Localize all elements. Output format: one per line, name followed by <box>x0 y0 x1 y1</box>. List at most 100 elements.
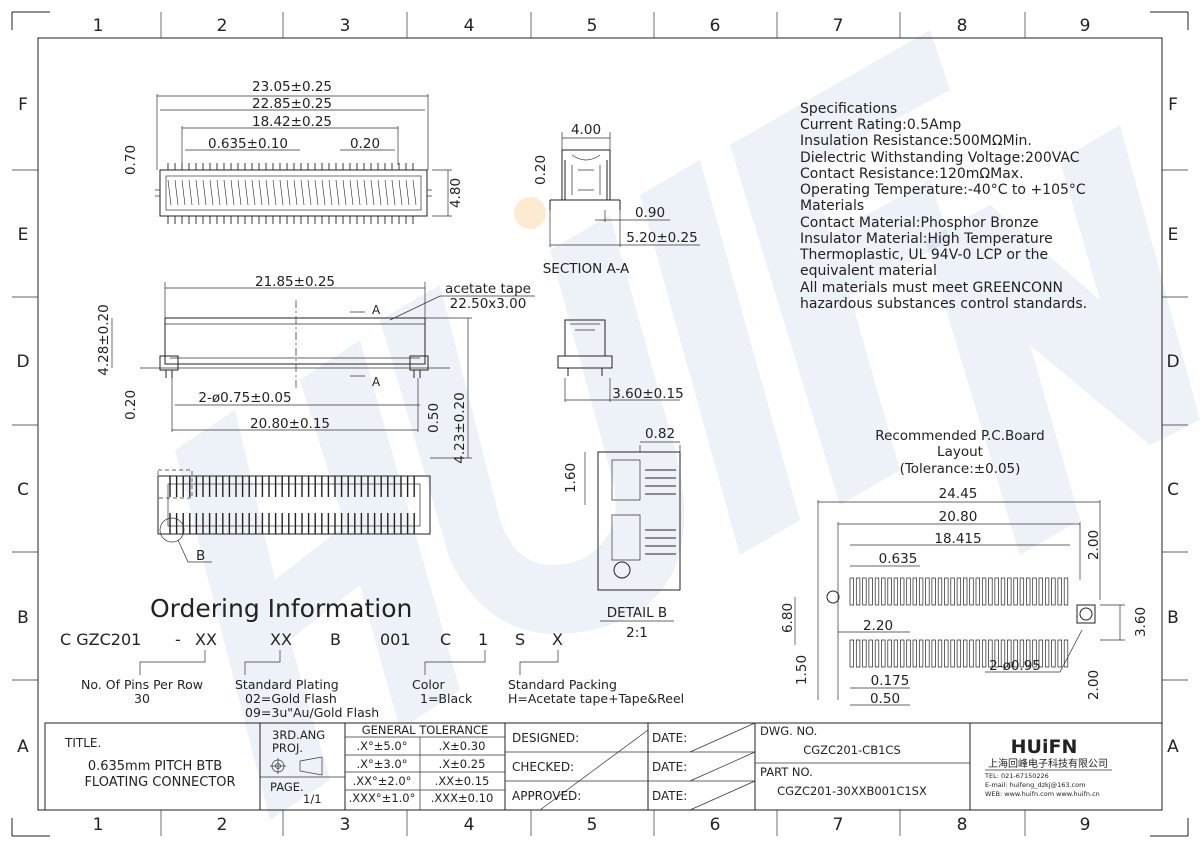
tol-linear: .XXX±0.10 <box>431 791 494 805</box>
sec-dim-left: 0.20 <box>533 155 549 185</box>
pcb-pad <box>931 639 936 668</box>
section-title: SECTION A-A <box>543 261 630 277</box>
pcb-dim-h-top: 2.00 <box>1086 530 1102 560</box>
pcb-pad <box>887 639 892 668</box>
pcb-dim-holes: 2-ø0.95 <box>989 658 1041 674</box>
pcb-pad <box>981 639 987 668</box>
pcb-dim-w1: 24.45 <box>939 486 978 502</box>
pcb-pad <box>975 639 980 668</box>
pcb-pad <box>937 577 943 606</box>
pcb-pad <box>1051 577 1056 606</box>
row-label: F <box>1168 95 1178 115</box>
pcb-pad <box>1007 577 1012 606</box>
projection-symbol-icon <box>270 756 323 776</box>
company-email: E-mail: huifeng_dzkj@163.com <box>985 781 1085 789</box>
watermark <box>175 30 1200 820</box>
front-dim-holes: 2-ø0.75±0.05 <box>198 390 291 406</box>
spec-line: hazardous substances control standards. <box>800 296 1087 312</box>
detail-dim-w: 0.82 <box>645 426 675 442</box>
col-label: 2 <box>217 815 228 835</box>
bottom-view-pins <box>169 476 415 534</box>
tolerance-header: GENERAL TOLERANCE <box>362 723 489 737</box>
spec-line: Contact Resistance:120mΩMax. <box>800 166 1024 182</box>
detail-scale: 2:1 <box>626 625 648 641</box>
pcb-layout: Recommended P.C.Board Layout (Tolerance:… <box>780 428 1149 707</box>
pcb-pad <box>1013 577 1018 606</box>
bottom-view: B <box>157 469 431 564</box>
plating-2: 09=3u"Au/Gold Flash <box>245 705 379 720</box>
col-label: 9 <box>1080 815 1091 835</box>
sec-dim-top: 4.00 <box>571 122 601 138</box>
col-label: 3 <box>340 815 351 835</box>
pcb-dim-w2: 20.80 <box>939 509 978 525</box>
page-label: PAGE. <box>270 780 304 794</box>
pcb-pad <box>1063 577 1069 606</box>
pcb-pad <box>1051 639 1056 668</box>
code-packing: X <box>552 630 563 649</box>
pcb-pad <box>925 639 930 668</box>
pcb-pad <box>900 639 905 668</box>
pcb-dim-pad-w: 0.175 <box>871 673 910 689</box>
pin-line <box>307 179 312 206</box>
row-label: A <box>17 737 29 757</box>
pin-line <box>188 179 193 206</box>
date-label: DATE: <box>652 731 687 745</box>
spec-line: Thermoplastic, UL 94V-0 LCP or the <box>799 247 1048 263</box>
watermark-h <box>175 340 460 820</box>
pin-line <box>391 179 396 206</box>
pcb-pad <box>1000 639 1006 668</box>
row-label: B <box>1167 608 1179 628</box>
row-label: E <box>18 225 29 245</box>
title-line-2: FLOATING CONNECTOR <box>84 775 235 790</box>
pin-line <box>384 179 389 206</box>
row-label: B <box>17 608 29 628</box>
front-view: 21.85±0.25 acetate tape 22.50x3.00 A A 4… <box>96 274 535 464</box>
pcb-pad <box>937 639 943 668</box>
pcb-pad <box>1063 639 1069 668</box>
pcb-pad <box>906 577 911 606</box>
pcb-dim-h-bot2: 2.00 <box>1086 670 1102 700</box>
pin-line <box>279 179 284 206</box>
code-dash: - <box>175 630 181 649</box>
pin-line <box>293 179 298 206</box>
pcb-pad <box>1007 639 1012 668</box>
spec-line: All materials must meet GREENCONN <box>800 280 1063 296</box>
sec-dim-right-total: 5.20±0.25 <box>626 230 697 246</box>
pcb-pad <box>1044 577 1050 606</box>
col-label: 7 <box>833 16 844 36</box>
pcb-pad <box>944 639 949 668</box>
row-label: E <box>1168 225 1179 245</box>
col-label: 7 <box>833 815 844 835</box>
pcb-pad <box>1026 577 1031 606</box>
angle-line-2: PROJ. <box>272 741 303 755</box>
top-view-pins <box>167 163 417 224</box>
pin-line <box>328 179 333 206</box>
grid-labels: 1 2 3 4 5 6 7 8 9 1 2 3 4 5 6 7 8 9 F E … <box>16 16 1179 835</box>
col-label: 6 <box>710 16 721 36</box>
col-label: 5 <box>587 815 598 835</box>
part-value: CGZC201-30XXB001C1SX <box>777 784 927 798</box>
company-web: WEB: www.huifn.com www.huifn.cn <box>985 790 1100 798</box>
dim-left-h: 0.70 <box>123 145 139 175</box>
pcb-pad <box>900 577 905 606</box>
tol-linear: .XX±0.15 <box>435 774 490 788</box>
pcb-pad <box>956 577 962 606</box>
pcb-pad <box>963 639 968 668</box>
pcb-pad <box>855 639 861 668</box>
pcb-pad <box>849 639 854 668</box>
col-label: 6 <box>710 815 721 835</box>
watermark-f <box>730 30 950 505</box>
pcb-pad <box>887 577 892 606</box>
watermark-u <box>380 215 685 635</box>
code-color: 1 <box>478 630 488 649</box>
title-label: TITLE. <box>64 736 101 750</box>
tol-angle: .X°±3.0° <box>357 757 408 771</box>
specifications: Specifications Current Rating:0.5Amp Ins… <box>799 101 1087 312</box>
col-label: 2 <box>217 16 228 36</box>
pcb-pad <box>849 577 854 606</box>
pin-line <box>412 179 417 206</box>
pcb-pad <box>1057 577 1062 606</box>
row-label: C <box>17 480 29 500</box>
col-label: 1 <box>93 16 104 36</box>
pin-line <box>377 179 382 206</box>
